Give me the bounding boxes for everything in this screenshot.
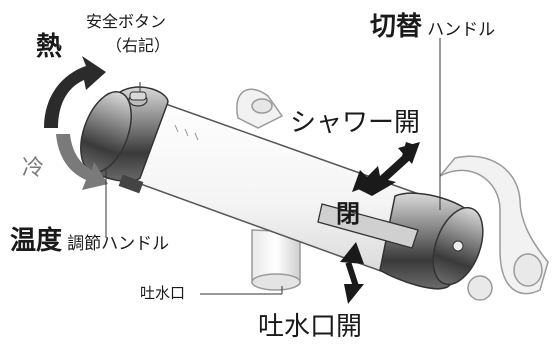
spout-open-label: 吐水口開	[258, 312, 363, 342]
wall-fitting-right	[439, 155, 549, 301]
switch-handle-label: 切替 ハンドル	[370, 14, 495, 40]
cold-arrow	[56, 134, 108, 190]
safety-button-label: 安全ボタン	[86, 12, 167, 31]
switch-label-rest: ハンドル	[427, 20, 496, 40]
temperature-label-rest: 調節ハンドル	[67, 234, 170, 254]
temperature-label-bold: 温度	[10, 226, 63, 256]
shower-open-label: シャワー開	[290, 108, 421, 138]
temperature-handle-label: 温度 調節ハンドル	[10, 228, 169, 254]
wall-fitting-left	[236, 88, 284, 129]
safety-button	[128, 91, 148, 107]
cold-label: 冷	[22, 156, 45, 181]
switch-label-bold: 切替	[370, 12, 423, 42]
safety-button-note: （右記）	[106, 36, 171, 55]
shower-close-arrow	[352, 142, 420, 196]
hot-label: 熱	[36, 32, 63, 62]
spout-small-label: 吐水口	[140, 284, 186, 302]
switch-handle	[317, 192, 484, 290]
hot-arrow	[44, 56, 106, 128]
close-label: 閉	[336, 200, 360, 228]
spout	[251, 229, 301, 291]
spout-open-arrow	[340, 242, 364, 304]
